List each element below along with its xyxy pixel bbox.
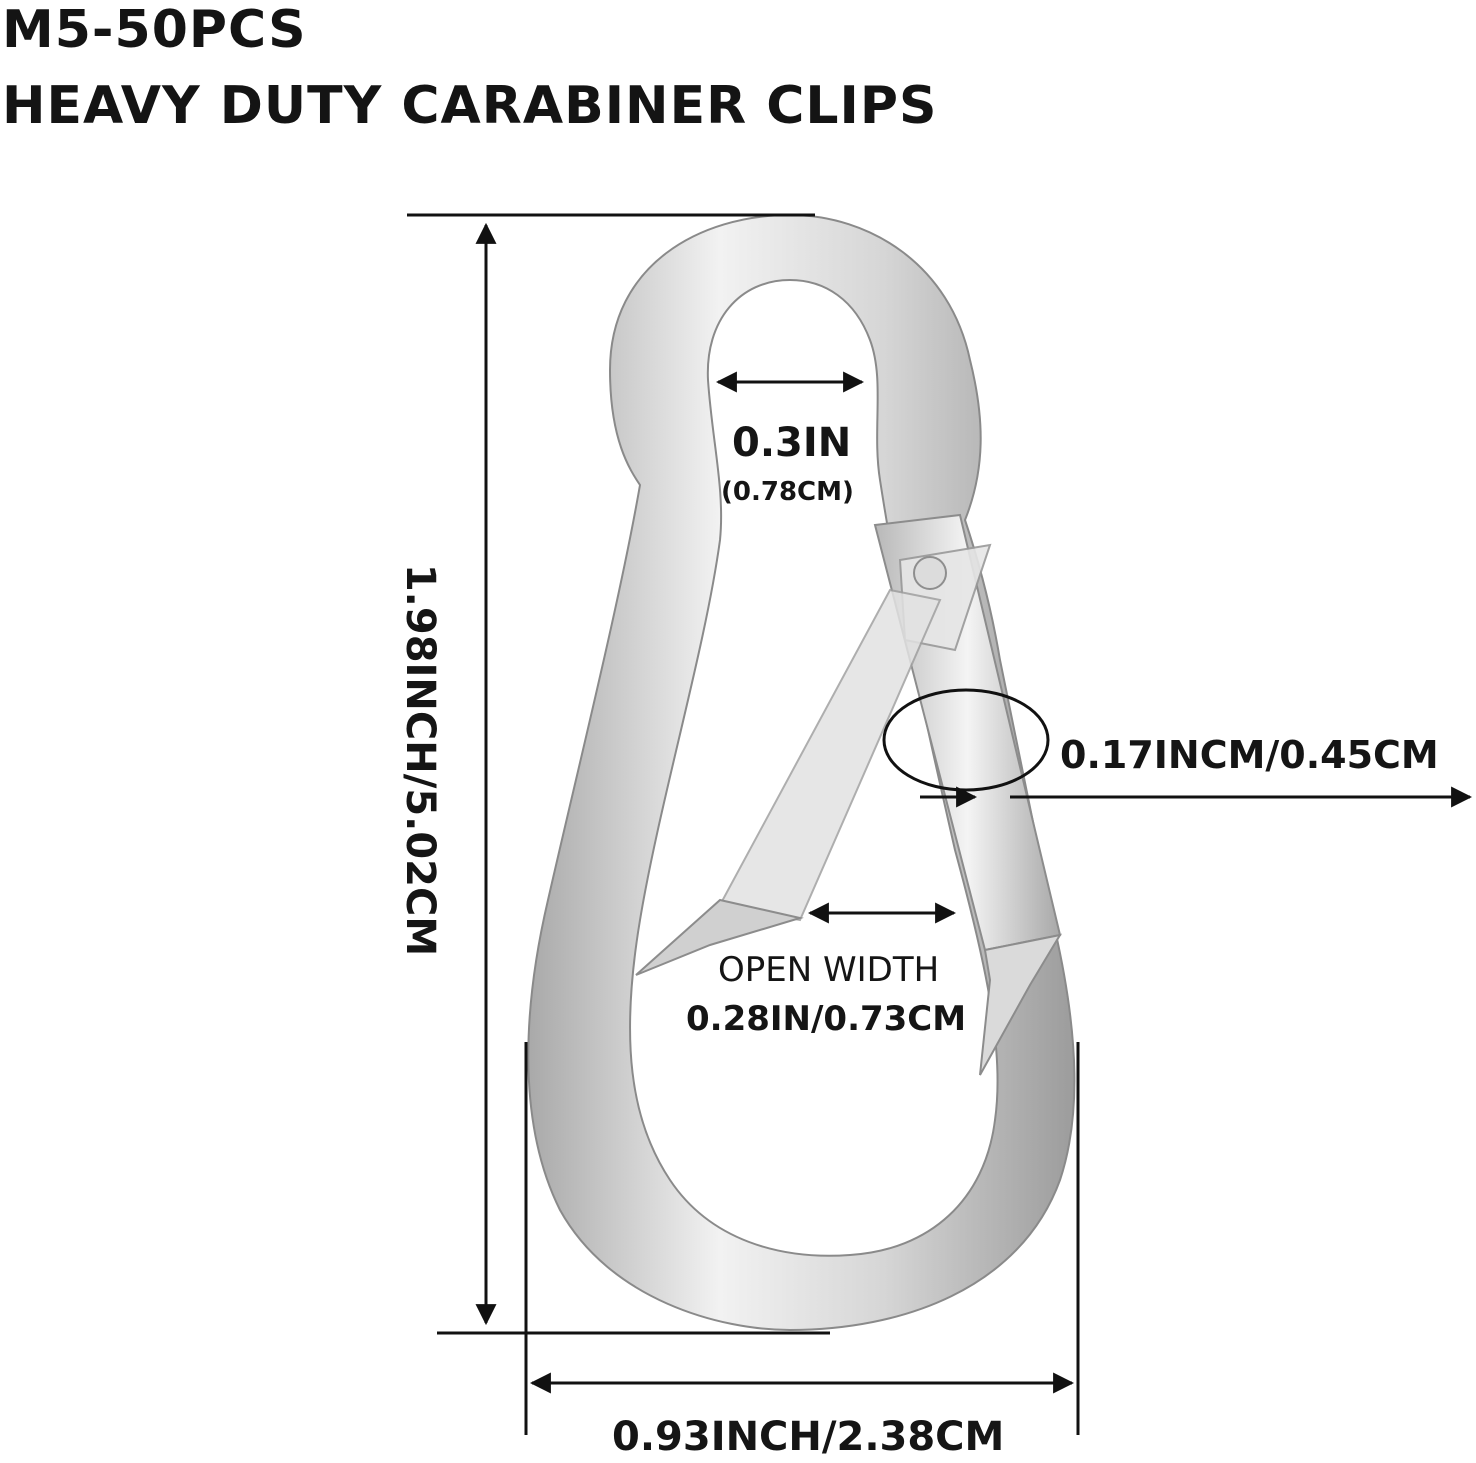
loop-width-cm-label: (0.78CM) (721, 477, 854, 507)
wire-diameter-label: 0.17INCM/0.45CM (1060, 733, 1439, 777)
carabiner-gate (635, 513, 1063, 1076)
product-title-name: HEAVY DUTY CARABINER CLIPS (2, 76, 938, 136)
product-title-code: M5-50PCS (2, 0, 307, 60)
width-dimension (524, 1042, 1080, 1435)
total-height-label: 1.98INCH/5.02CM (397, 563, 443, 957)
loop-width-label: 0.3IN (732, 420, 852, 466)
open-width-title: OPEN WIDTH (718, 950, 940, 990)
gate-rivet-icon (913, 556, 947, 590)
total-width-label: 0.93INCH/2.38CM (612, 1414, 1005, 1460)
carabiner-body (527, 213, 1076, 1332)
wire-diameter-callout (882, 688, 1473, 808)
open-width-value: 0.28IN/0.73CM (686, 999, 967, 1039)
height-dimension (407, 213, 830, 1335)
